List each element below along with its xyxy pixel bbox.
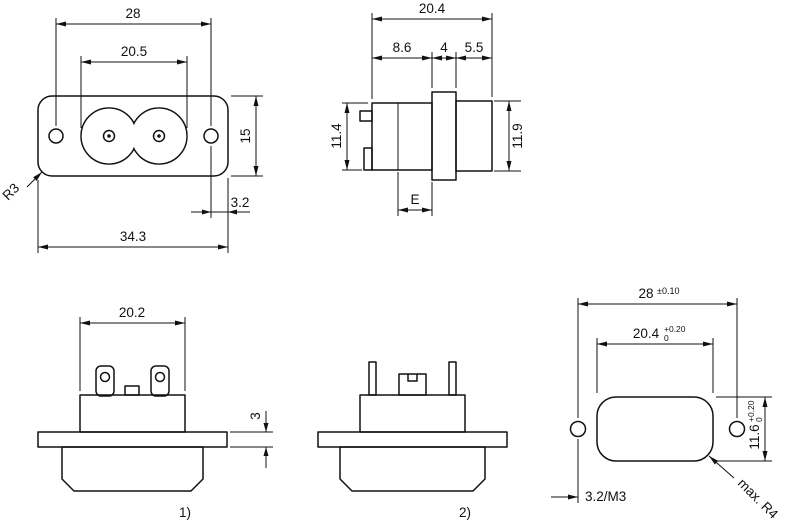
dim-label-cutout-20-4-tol-minus: 0: [664, 333, 669, 343]
front-view: 28 20.5 15 3.2 34.3: [0, 6, 263, 253]
bv2-body: [359, 394, 466, 433]
side-terminal-tab: [359, 110, 373, 122]
bv2-pin-left: [368, 361, 377, 396]
bv2-pin-right: [448, 361, 457, 396]
dim-label-5-5: 5.5: [465, 40, 484, 55]
cutout-hole-left: [569, 420, 587, 438]
bv1-lower-block: [61, 446, 204, 492]
dim-side-chain: 8.6 4 5.5: [372, 40, 492, 88]
dim-label-3-2-m3: 3.2/M3: [585, 489, 626, 504]
side-bottom-step: [363, 147, 373, 171]
bv1-center-tab: [124, 385, 140, 396]
dim-cutout-hole-spacing: 28 ±0.10: [577, 286, 738, 418]
dim-label-cutout-28-tol: ±0.10: [657, 286, 679, 296]
dim-front-overall-width: 34.3: [37, 178, 229, 253]
bv1-terminal-hole-left: [99, 371, 111, 383]
bv1-outline: [37, 365, 228, 492]
dim-cutout-mounting-hole: 3.2/M3: [551, 439, 626, 504]
dim-bv1-flange-thickness: 3: [230, 411, 273, 468]
mounting-hole-right: [203, 128, 219, 144]
cutout-outline: [569, 396, 746, 462]
bv2-lower-block: [339, 446, 486, 492]
callout-corner-radius-r3: R3: [0, 171, 43, 203]
dim-front-hole-to-edge: 3.2: [191, 146, 250, 218]
bv2-center-tab: [398, 373, 427, 396]
front-flange: [37, 95, 229, 177]
side-view: 20.4 8.6 4 5.5 11.4 11.9: [329, 1, 525, 216]
label-max-r4: max. R4: [735, 476, 781, 522]
dim-front-recess-width: 20.5: [80, 44, 188, 128]
mounting-hole-left: [48, 128, 64, 144]
dim-label-e: E: [410, 192, 419, 207]
dim-label-3: 3: [248, 412, 263, 420]
dim-label-11-4: 11.4: [329, 123, 344, 149]
dim-label-28: 28: [125, 6, 140, 21]
bv1-terminal-hole-right: [154, 371, 166, 383]
pin-right-center: [157, 134, 161, 138]
bv2-flange: [317, 431, 508, 448]
cutout-opening: [596, 396, 714, 462]
bv2-center-notch: [407, 374, 418, 382]
side-front-body: [455, 100, 493, 172]
bv1-body: [79, 394, 186, 433]
dim-label-11-6-tol-plus: +0.20: [746, 400, 756, 422]
dim-front-hole-spacing: 28: [55, 6, 212, 126]
bv1-terminal-left: [95, 365, 115, 397]
caption-view-1: 1): [179, 505, 191, 520]
callout-corner-radius-r4: max. R4: [708, 455, 781, 522]
dim-label-4: 4: [440, 40, 448, 55]
side-body-outline: [359, 91, 493, 181]
dim-label-34-3: 34.3: [120, 229, 146, 244]
front-recess-figure8: [80, 107, 188, 165]
bv1-flange: [37, 431, 228, 448]
dim-label-11-9: 11.9: [510, 123, 525, 148]
dim-front-height: 15: [231, 95, 263, 177]
cutout-hole-right: [728, 420, 746, 438]
panel-cutout-view: 28 ±0.10 20.4 +0.20 0 11.6 +0.20 0 3.2/M…: [551, 286, 781, 522]
dim-label-11-6: 11.6: [747, 424, 762, 449]
bv2-outline: [317, 361, 508, 492]
dim-label-11-6-tol-minus: 0: [754, 417, 764, 422]
dim-side-rear-height: 11.4: [329, 102, 368, 171]
caption-view-2: 2): [459, 505, 471, 520]
dim-label-cutout-20-4: 20.4: [633, 326, 660, 341]
dim-cutout-height: 11.6 +0.20 0: [716, 396, 772, 462]
dim-side-front-height: 11.9: [494, 100, 525, 172]
front-pins: [102, 129, 166, 143]
pin-right: [152, 129, 166, 143]
dim-label-8-6: 8.6: [393, 40, 412, 55]
front-flange-outline: [37, 95, 229, 177]
dim-side-e: E: [397, 172, 433, 216]
dim-label-cutout-28: 28: [638, 286, 653, 301]
dim-label-20-5: 20.5: [121, 44, 147, 59]
side-rear-body: [371, 102, 433, 171]
label-r3: R3: [0, 180, 22, 203]
dim-bv1-body-width: 20.2: [79, 305, 186, 391]
pin-left-center: [107, 134, 111, 138]
bottom-view-2: 2): [317, 361, 508, 520]
dim-label-20-4: 20.4: [419, 1, 446, 16]
dim-label-cutout-20-4-tol-plus: +0.20: [664, 324, 686, 334]
pin-left: [102, 129, 116, 143]
dim-label-15: 15: [238, 128, 253, 143]
side-flange: [431, 91, 457, 181]
dim-label-3-2: 3.2: [231, 195, 250, 210]
dim-cutout-width: 20.4 +0.20 0: [596, 324, 714, 393]
dim-label-20-2: 20.2: [119, 305, 145, 320]
bv1-terminal-right: [150, 365, 170, 397]
bottom-view-1: 20.2 3 1): [37, 305, 273, 520]
